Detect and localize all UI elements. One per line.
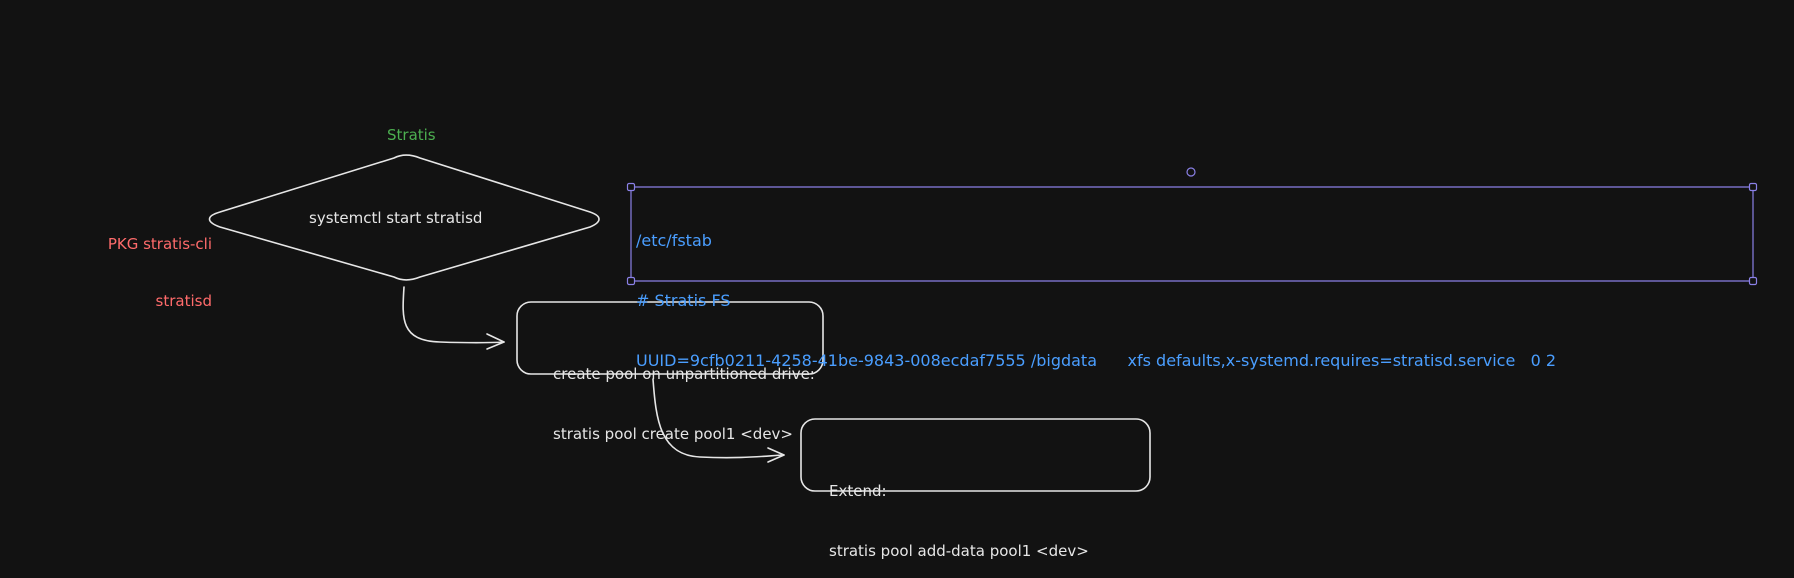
extend-box[interactable] — [800, 418, 1151, 492]
diagram-title: Stratis — [387, 126, 436, 144]
connector-create-to-extend[interactable] — [652, 378, 785, 459]
selection-rotate-handle[interactable] — [1186, 167, 1196, 177]
create-node-label: create pool on unpartitioned drive: stra… — [553, 324, 815, 484]
arrowhead-create-to-extend — [767, 447, 785, 463]
extend-node-line-1: Extend: — [829, 482, 887, 500]
extend-node-line-2: stratis pool add-data pool1 <dev> — [829, 542, 1089, 560]
selection-handle-bottom-right[interactable] — [1748, 276, 1758, 286]
arrowhead-start-to-create — [486, 333, 505, 350]
create-node-line-1: create pool on unpartitioned drive: — [553, 365, 815, 383]
fstab-selection-frame[interactable] — [630, 186, 1754, 282]
start-decision-shape[interactable] — [208, 154, 600, 281]
start-node-label: systemctl start stratisd — [309, 209, 483, 227]
selection-handle-top-left[interactable] — [626, 182, 636, 192]
fstab-line-1: /etc/fstab — [636, 231, 712, 250]
package-line-2: stratisd — [155, 292, 212, 310]
connector-start-to-create[interactable] — [402, 286, 505, 344]
package-line-1: PKG stratis-cli — [107, 235, 212, 253]
package-label: PKG stratis-cli stratisd — [108, 197, 212, 349]
selection-handle-bottom-left[interactable] — [626, 276, 636, 286]
create-pool-box[interactable] — [516, 301, 824, 375]
extend-node-label: Extend: stratis pool add-data pool1 <dev… — [829, 441, 1089, 578]
selection-handle-top-right[interactable] — [1748, 182, 1758, 192]
fstab-line-2: # Stratis FS — [636, 291, 731, 310]
fstab-text[interactable]: /etc/fstab # Stratis FS UUID=9cfb0211-42… — [636, 191, 1556, 411]
fstab-line-3: UUID=9cfb0211-4258-41be-9843-008ecdaf755… — [636, 351, 1557, 370]
create-node-line-2: stratis pool create pool1 <dev> — [553, 425, 793, 443]
